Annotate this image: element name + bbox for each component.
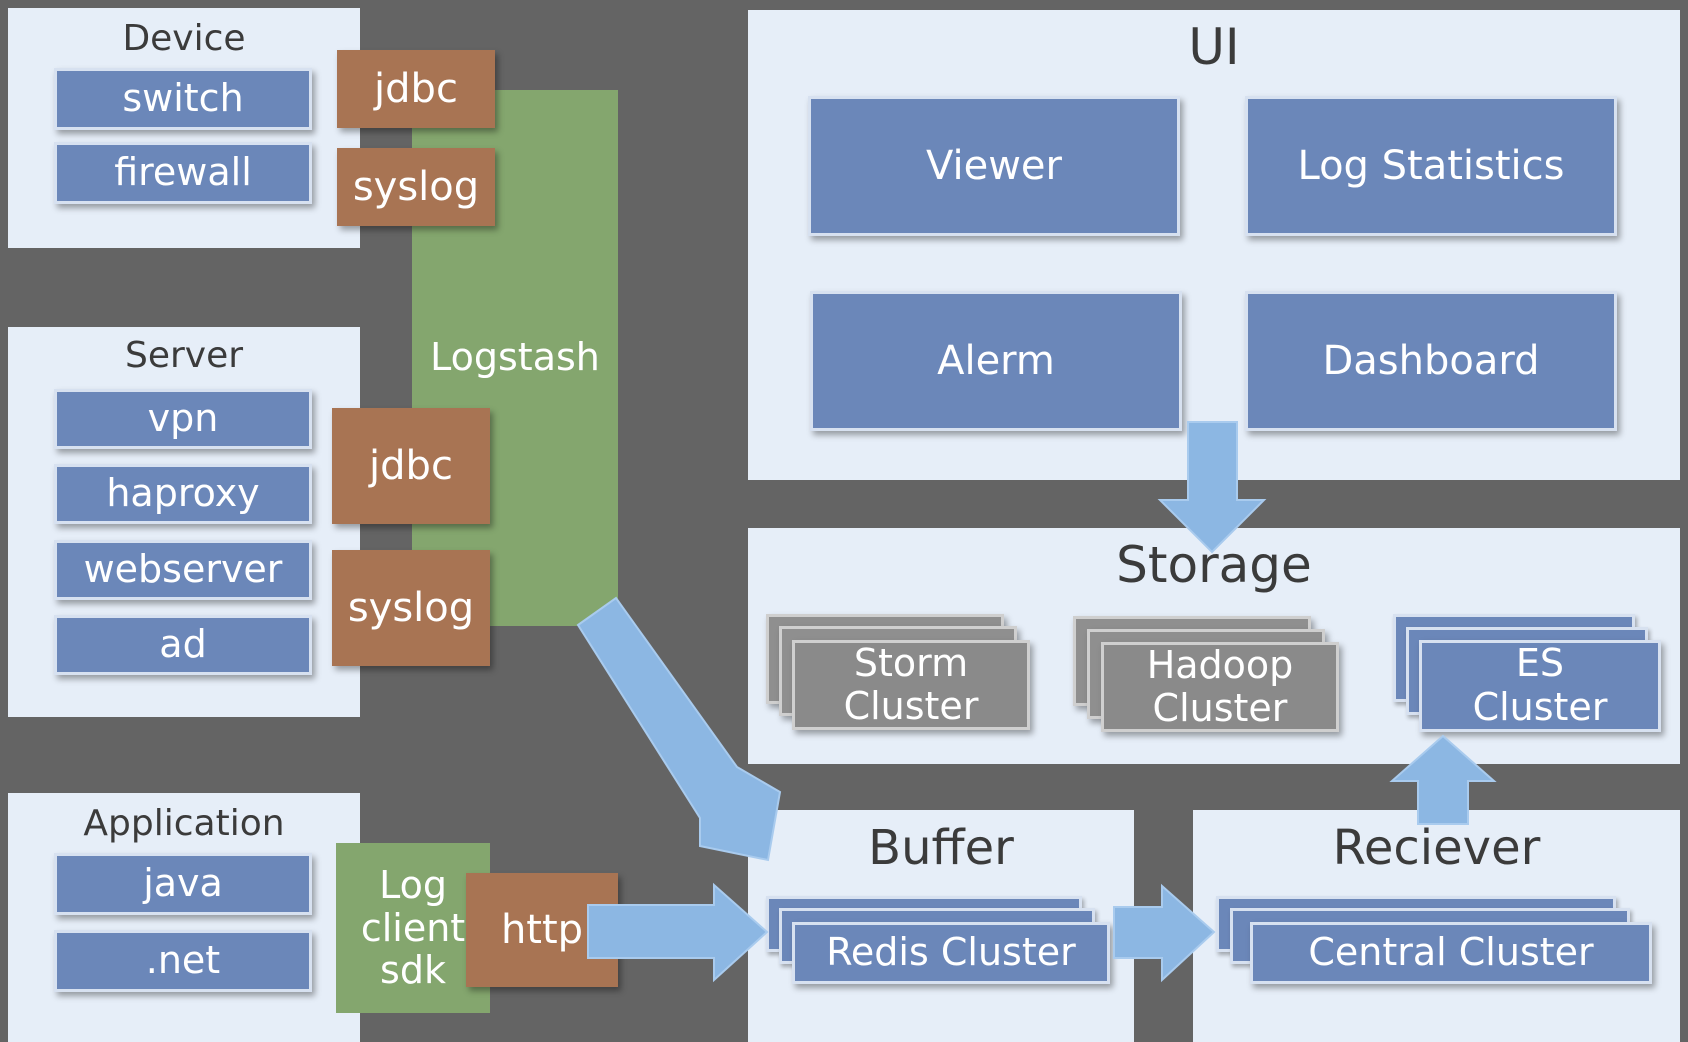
server-item-haproxy: haproxy: [54, 464, 312, 524]
ui-log-statistics: Log Statistics: [1245, 96, 1617, 236]
log-client-sdk-box: Log client sdk: [336, 843, 490, 1013]
ui-dashboard: Dashboard: [1245, 291, 1617, 431]
http-connector: http: [466, 873, 618, 987]
es-cluster-label: ES Cluster: [1472, 641, 1608, 729]
server-item-webserver: webserver: [54, 540, 312, 600]
server-title: Server: [124, 335, 244, 376]
server-item-vpn: vpn: [54, 389, 312, 449]
syslog-connector-server: syslog: [332, 550, 490, 666]
central-cluster: Central Cluster: [1250, 922, 1652, 984]
application-title: Application: [83, 803, 285, 844]
logstash-label: Logstash: [430, 335, 600, 379]
server-item-ad: ad: [54, 615, 312, 675]
ui-alerm: Alerm: [810, 291, 1182, 431]
ui-title: UI: [1188, 18, 1240, 76]
jdbc-connector-server: jdbc: [332, 408, 490, 524]
syslog-connector-device: syslog: [337, 148, 495, 226]
storm-cluster: Storm Cluster: [792, 640, 1030, 730]
redis-cluster: Redis Cluster: [792, 922, 1110, 984]
device-item-switch: switch: [54, 68, 312, 130]
application-panel: Application: [8, 793, 360, 1042]
jdbc-connector-device: jdbc: [337, 50, 495, 128]
buffer-title: Buffer: [868, 820, 1014, 876]
storm-cluster-label: Storm Cluster: [843, 641, 979, 728]
application-item-dotnet: .net: [54, 930, 312, 992]
ui-viewer: Viewer: [808, 96, 1180, 236]
storage-title: Storage: [1116, 536, 1312, 594]
device-title: Device: [122, 18, 246, 59]
hadoop-cluster-label: Hadoop Cluster: [1146, 643, 1294, 730]
log-client-sdk-label: Log client sdk: [360, 863, 466, 993]
application-item-java: java: [54, 853, 312, 915]
hadoop-cluster: Hadoop Cluster: [1101, 642, 1339, 732]
receiver-title: Reciever: [1332, 820, 1541, 876]
device-item-firewall: firewall: [54, 142, 312, 204]
es-cluster: ES Cluster: [1419, 640, 1661, 732]
